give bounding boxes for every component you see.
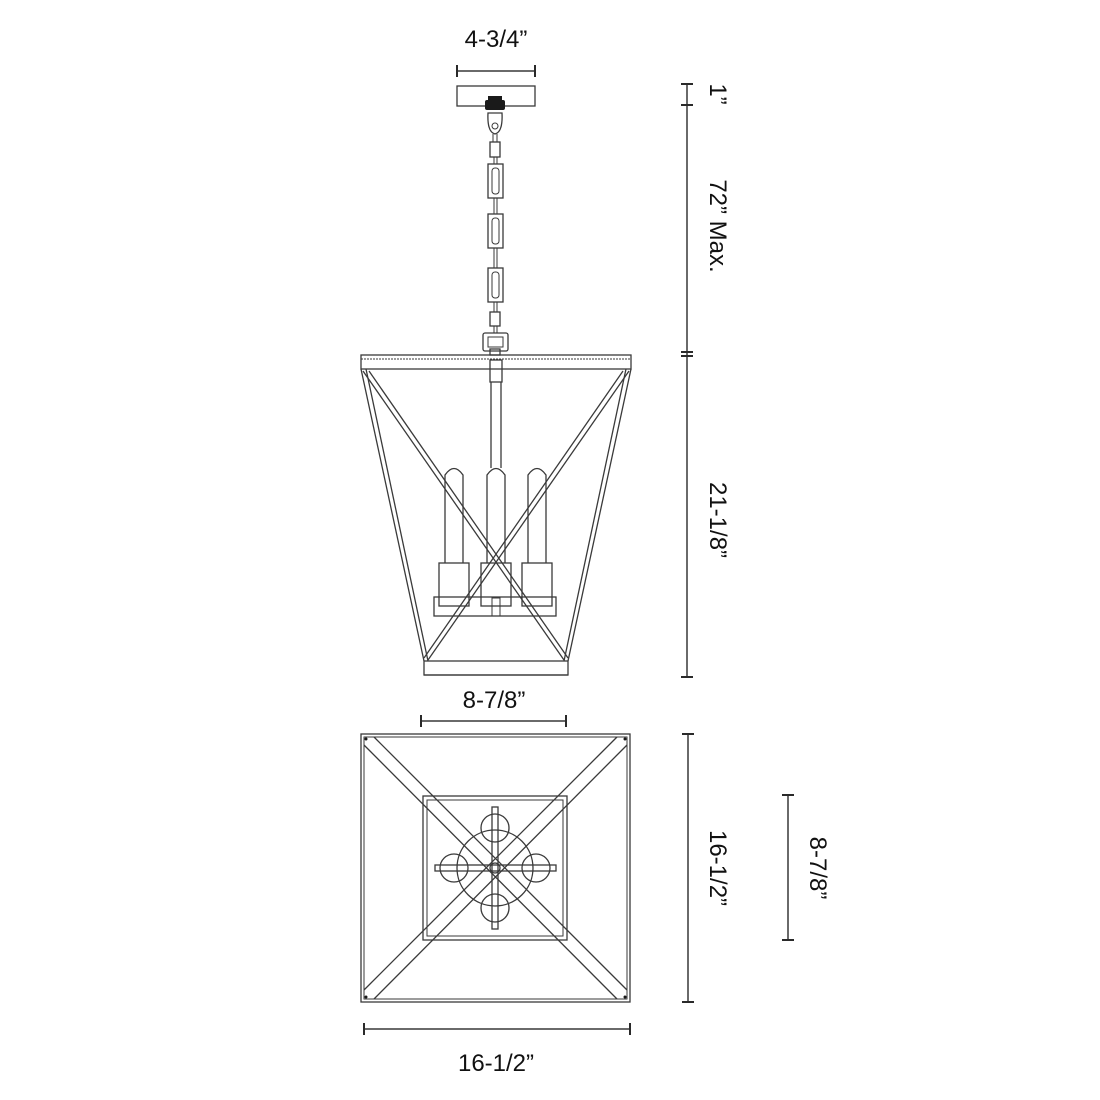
lantern-plan-view — [360, 733, 631, 1003]
canopy-width-dimension: 4-3/4” — [456, 26, 536, 77]
bottom-width-dimension: 8-7/8” — [420, 687, 567, 727]
canopy-height-label: 1” — [704, 83, 731, 104]
bottom-width-label: 8-7/8” — [463, 687, 526, 714]
body-height-label: 21-1/8” — [704, 482, 731, 558]
canopy — [456, 85, 536, 110]
chain — [482, 112, 509, 356]
lantern-elevation — [360, 354, 632, 676]
elevation-height-dimensions: 1” 72” Max. 21-1/8” — [681, 83, 731, 678]
plan-height-label: 16-1/2” — [704, 830, 731, 906]
plan-width-dimension: 16-1/2” — [363, 1023, 631, 1077]
plan-inner-height-label: 8-7/8” — [804, 837, 831, 900]
canopy-width-label: 4-3/4” — [465, 26, 528, 53]
plan-height-dimensions: 16-1/2” 8-7/8” — [682, 733, 831, 1003]
plan-width-label: 16-1/2” — [458, 1050, 534, 1077]
chain-length-label: 72” Max. — [704, 179, 731, 272]
